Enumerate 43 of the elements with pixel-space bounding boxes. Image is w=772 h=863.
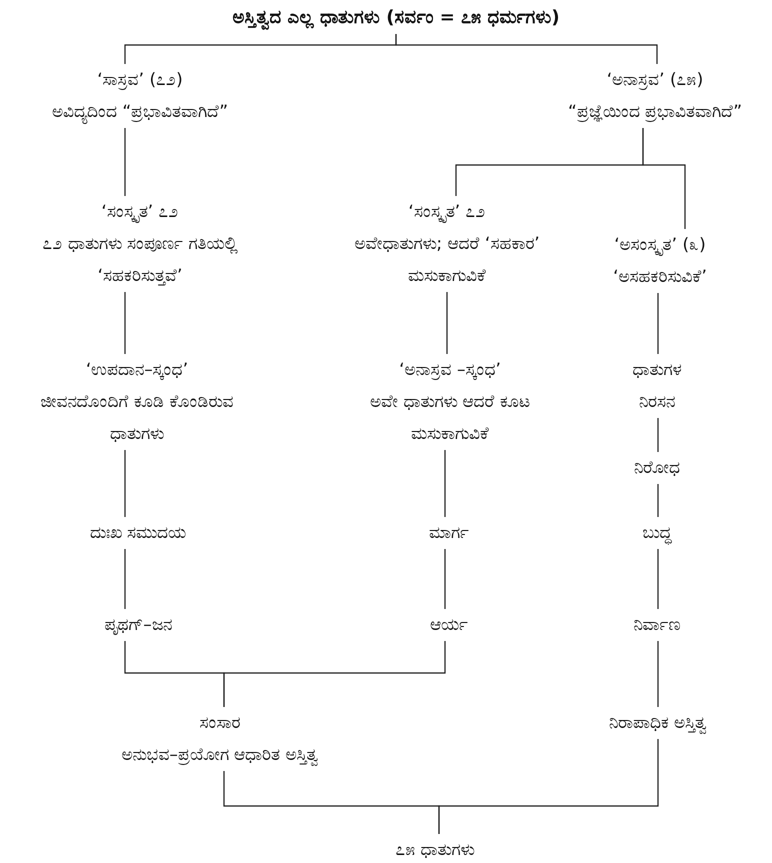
connector-line [124,450,126,517]
connector-line [438,739,659,834]
node-label: ನಿರೋಧ [633,457,681,480]
node-heading: ‘ಅನಾಸ್ರವ –ಸ್ಕಂಧ’ [398,359,502,382]
connector-line [642,128,686,229]
connector-line [444,450,446,517]
node-description: ಅನುಭವ–ಪ್ರಯೋಗ ಆಧಾರಿತ ಅಸ್ತಿತ್ವ [120,744,320,768]
node-heading: ‘ಅಸಂಸ್ಕೃತ’ (೩) [613,234,707,258]
node-description: ಅವೇಧಾತುಗಳು; ಆದರೆ ‘ಸಹಕಾರ’ ಮಸುಕಾಗುವಿಕೆ [353,233,541,288]
connector-line [657,293,659,354]
connector-line [657,418,659,452]
node-description: ಅವೇ ಧಾತುಗಳು ಆದರೆ ಕೂಟ ಮಸುಕಾಗುವಿಕೆ [368,391,532,446]
node-label: ನಿರಾಪಾಧಿಕ ಅಸ್ತಿತ್ವ [608,712,708,736]
connector-line [395,34,658,64]
node-label: ಮಾರ್ಗ [428,522,470,545]
node-label: ದುಃಖ ಸಮುದಯ [88,522,188,545]
node-heading: ‘ಉಪದಾನ–ಸ್ಕಂಧ’ [84,359,190,382]
node-description: ಅವಿದ್ಯದಿಂದ “ಪ್ರಭಾವಿತವಾಗಿದೆ” [50,101,230,126]
node-description: “ಪ್ರಜ್ಞೆಯಿಂದ ಪ್ರಭಾವಿತವಾಗಿದೆ” [566,101,744,124]
connector-line [657,549,659,609]
connector-line [124,549,126,609]
node-heading: ‘ಅನಾಸ್ರವ’ (೭೫) [606,69,704,92]
node-heading: ‘ಸಂಸ್ಕೃತ’ ೭೨ [407,201,487,225]
connector-line [446,292,448,354]
node-label: ಆರ್ಯ [429,614,469,637]
connector-line [124,128,126,196]
node-description: ‘ಅಸಹಕರಿಸುವಿಕೆ’ [612,266,708,289]
node-description: ಜೀವನದೊಂದಿಗೆ ಕೂಡಿ ಕೊಂಡಿರುವ ಧಾತುಗಳು [40,391,234,446]
connector-line [657,484,659,517]
node-label: ಅಸ್ತಿತ್ವದ ಎಲ್ಲ ಧಾತುಗಳು (ಸರ್ವಂ = ೭೫ ಧರ್ಮಗಳು) [231,6,561,32]
connector-line [444,549,446,609]
connector-line [223,641,446,707]
node-heading: ಸಂಸಾರ [198,712,242,735]
node-label: ಪೃಥಗ್–ಜನ [103,614,173,637]
node-heading: ‘ಸಾಸ್ರವ’ (೭೨) [96,69,184,92]
connector-line [657,641,659,707]
node-label: ನಿರ್ವಾಣ [632,614,682,637]
node-description: ೭೨ ಧಾತುಗಳು ಸಂಪೂರ್ಣ ಗತಿಯಲ್ಲಿ ‘ಸಹಕರಿಸುತ್ತವೆ’ [41,233,239,288]
node-label: ಬುದ್ಧ [642,522,673,547]
node-label: ಧಾತುಗಳ ನಿರಸನ [632,359,682,414]
node-heading: ‘ಸಂಸ್ಕೃತ’ ೭೨ [100,201,180,225]
node-label: ೭೫ ಧಾತುಗಳು [394,839,476,862]
connector-line [124,292,126,354]
